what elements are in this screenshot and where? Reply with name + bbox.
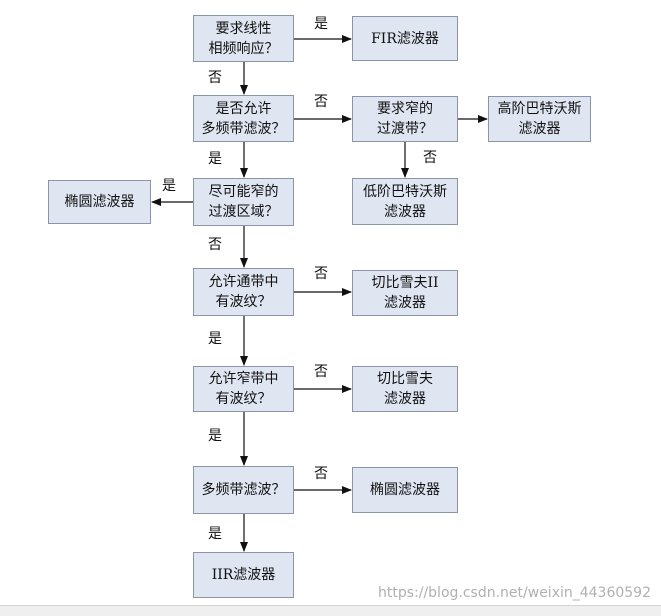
label-no-linear: 否 (208, 70, 222, 86)
label-yes-multiband: 是 (208, 151, 222, 167)
node-low-order-butterworth: 低阶巴特沃斯 滤波器 (352, 178, 458, 225)
node-elliptic-filter-left: 椭圆滤波器 (48, 180, 151, 224)
label-no-passband: 否 (314, 266, 328, 282)
label-yes-multibandq: 是 (208, 526, 222, 542)
node-multiband-allowed: 是否允许 多频带滤波？ (193, 95, 294, 142)
label-yes-fir: 是 (314, 16, 328, 32)
node-passband-ripple: 允许通带中 有波纹？ (193, 268, 294, 316)
label-yes-passband: 是 (208, 331, 222, 347)
node-linear-phase: 要求线性 相频响应？ (193, 15, 294, 62)
label-no-stopband: 否 (314, 364, 328, 380)
node-high-order-butterworth: 高阶巴特沃斯 滤波器 (488, 96, 591, 142)
node-multiband-question: 多频带滤波？ (193, 466, 294, 514)
node-fir-filter: FIR滤波器 (352, 16, 458, 61)
node-chebyshev-ii: 切比雪夫II 滤波器 (352, 270, 458, 316)
label-no-multiband: 否 (314, 94, 328, 110)
label-yes-narrowest: 是 (162, 178, 176, 194)
node-chebyshev: 切比雪夫 滤波器 (352, 366, 458, 412)
watermark-text: https://blog.csdn.net/weixin_44360592 (377, 585, 651, 601)
label-no-narrowq: 否 (423, 150, 437, 166)
label-no-multibandq: 否 (314, 466, 328, 482)
label-yes-stopband: 是 (208, 428, 222, 444)
node-narrow-transition-question: 要求窄的 过渡带？ (352, 96, 458, 142)
node-narrowest-transition: 尽可能窄的 过渡区域？ (193, 178, 294, 226)
label-no-narrowest: 否 (208, 237, 222, 253)
node-elliptic-filter-right: 椭圆滤波器 (352, 467, 458, 513)
bottom-scrollbar[interactable] (0, 605, 661, 616)
node-iir-filter: IIR滤波器 (193, 552, 294, 598)
node-stopband-ripple: 允许窄带中 有波纹？ (193, 366, 294, 412)
